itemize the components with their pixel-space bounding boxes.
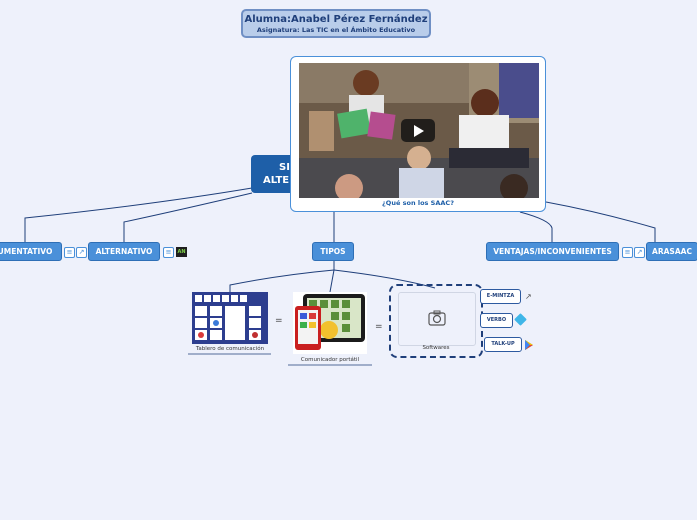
software-item-emintza[interactable]: E-MINTZA <box>480 289 521 304</box>
external-link-icon[interactable]: ↗ <box>525 292 532 301</box>
softwares-caption: Softwares <box>422 345 450 351</box>
node-tipos[interactable]: TIPOS <box>312 242 354 261</box>
link-icon[interactable]: ↗ <box>634 247 645 258</box>
tablero-caption: Tablero de comunicación <box>195 346 265 352</box>
node-ventajas-inconvenientes[interactable]: VENTAJAS/INCONVENIENTES <box>486 242 619 261</box>
play-store-icon[interactable] <box>524 339 534 351</box>
link-icon[interactable]: ↗ <box>76 247 87 258</box>
play-icon[interactable] <box>401 119 435 142</box>
subject-name: Asignatura: Las TIC en el Ámbito Educati… <box>256 26 416 34</box>
an-badge-icon[interactable]: AN <box>176 247 187 257</box>
camera-icon <box>428 310 446 326</box>
central-node-line2: ALTERN <box>263 175 306 186</box>
tablero-image[interactable] <box>192 292 268 344</box>
software-item-talkup[interactable]: TALK-UP <box>484 337 522 352</box>
node-alternativo[interactable]: ALTERNATIVO <box>88 242 160 261</box>
portable-communicator-image <box>293 292 367 354</box>
video-caption: ¿Qué son los SAAC? <box>382 199 454 207</box>
notes-icon[interactable]: ≡ <box>622 247 633 258</box>
communication-board-image <box>192 292 268 344</box>
video-card[interactable]: ¿Qué son los SAAC? <box>290 56 546 212</box>
student-name: Alumna:Anabel Pérez Fernández <box>244 14 428 25</box>
comunicador-image[interactable] <box>293 292 367 354</box>
softwares-image-placeholder <box>398 292 476 346</box>
notes-icon[interactable]: ≡ <box>64 247 75 258</box>
map-title[interactable]: Alumna:Anabel Pérez Fernández Asignatura… <box>241 9 431 38</box>
softwares-group[interactable]: Softwares <box>389 284 483 358</box>
node-aumentativo[interactable]: UMENTATIVO <box>0 242 62 261</box>
video-scene-image <box>299 63 539 198</box>
comunicador-caption: Comunicador portátil <box>300 357 360 363</box>
video-thumbnail[interactable] <box>299 63 539 198</box>
notes-icon[interactable]: ≡ <box>163 247 174 258</box>
software-item-verbo[interactable]: VERBO <box>480 313 513 328</box>
node-arasaac[interactable]: ARASAAC <box>646 242 697 261</box>
equals-sign: = <box>275 316 283 326</box>
equals-sign: = <box>375 322 383 332</box>
